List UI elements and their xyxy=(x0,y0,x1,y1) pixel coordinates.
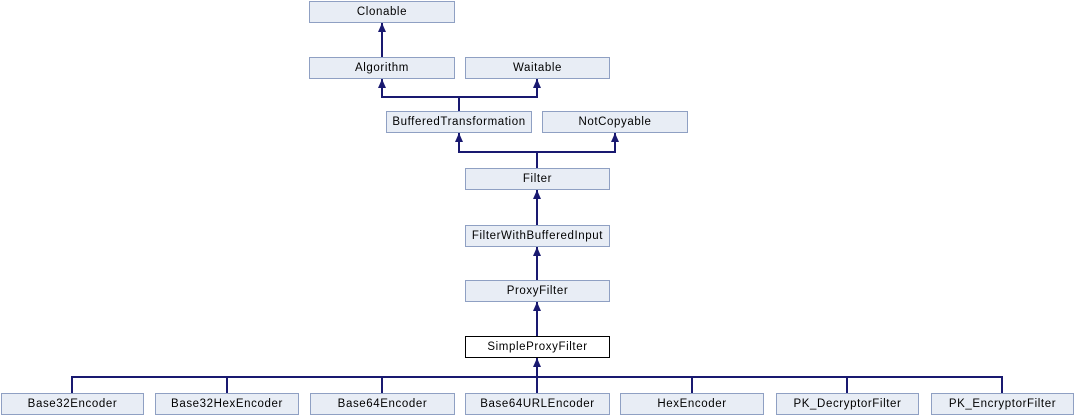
edge-base32hexencoder-stub-line xyxy=(226,376,228,393)
edge-children-spf-line xyxy=(536,358,538,376)
arrowhead-up xyxy=(533,79,541,88)
edge-bt-horizontal-line xyxy=(381,96,538,98)
arrowhead-up xyxy=(533,358,541,367)
class-box-waitable[interactable]: Waitable xyxy=(465,57,610,79)
class-box-filter[interactable]: Filter xyxy=(465,168,610,190)
class-box-base32encoder[interactable]: Base32Encoder xyxy=(1,393,144,415)
class-box-pk_decryptorfilter[interactable]: PK_DecryptorFilter xyxy=(776,393,919,415)
edge-base64encoder-stub-line xyxy=(381,376,383,393)
class-box-bufferedtransformation[interactable]: BufferedTransformation xyxy=(386,111,532,133)
class-box-filterwithbufferedinput[interactable]: FilterWithBufferedInput xyxy=(465,225,610,247)
arrowhead-up xyxy=(378,23,386,32)
edge-proxyfilter-fwbi-line xyxy=(536,247,538,280)
edge-bt-stub-line xyxy=(458,96,460,111)
class-box-clonable[interactable]: Clonable xyxy=(309,1,455,23)
class-box-proxyfilter[interactable]: ProxyFilter xyxy=(465,280,610,302)
edge-filter-stub-line xyxy=(536,151,538,168)
arrowhead-up xyxy=(378,79,386,88)
edge-fwbi-filter-line xyxy=(536,190,538,225)
class-box-hexencoder[interactable]: HexEncoder xyxy=(620,393,764,415)
arrowhead-up xyxy=(533,190,541,199)
class-box-pk_encryptorfilter[interactable]: PK_EncryptorFilter xyxy=(931,393,1074,415)
arrowhead-up xyxy=(533,247,541,256)
edge-filter-horizontal-line xyxy=(458,151,616,153)
edge-base64urlencoder-stub-line xyxy=(536,376,538,393)
edge-hexencoder-stub-line xyxy=(691,376,693,393)
arrowhead-up xyxy=(455,133,463,142)
edge-filter-notcopyable-line xyxy=(614,133,616,151)
class-box-notcopyable[interactable]: NotCopyable xyxy=(542,111,688,133)
class-box-base32hexencoder[interactable]: Base32HexEncoder xyxy=(155,393,299,415)
class-box-base64urlencoder[interactable]: Base64URLEncoder xyxy=(465,393,610,415)
edge-algorithm-clonable-line xyxy=(381,23,383,57)
edge-spf-proxyfilter-line xyxy=(536,302,538,336)
edge-pk_encryptorfilter-stub-line xyxy=(1001,376,1003,393)
class-box-algorithm[interactable]: Algorithm xyxy=(309,57,455,79)
arrowhead-up xyxy=(611,133,619,142)
arrowhead-up xyxy=(533,302,541,311)
class-box-simpleproxyfilter: SimpleProxyFilter xyxy=(465,336,610,358)
edge-base32encoder-stub-line xyxy=(71,376,73,393)
edge-pk_decryptorfilter-stub-line xyxy=(846,376,848,393)
class-box-base64encoder[interactable]: Base64Encoder xyxy=(310,393,455,415)
edge-filter-bt-line xyxy=(458,133,460,151)
